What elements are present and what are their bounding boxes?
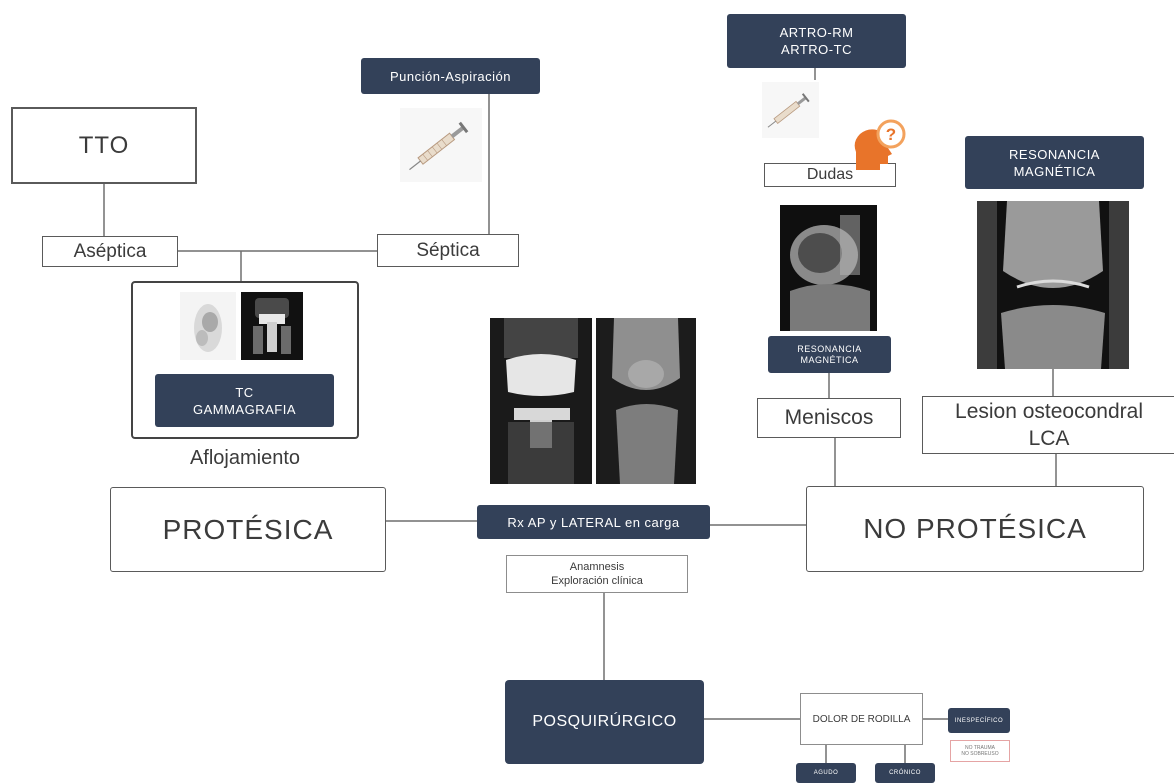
artro-box: ARTRO-RM ARTRO-TC	[727, 14, 906, 68]
gammagrafia-image	[180, 292, 236, 360]
tc-gammagrafia-box: TC GAMMAGRAFIA	[155, 374, 334, 427]
anamnesis-label: Anamnesis Exploración clínica	[551, 560, 643, 588]
cronico-label: CRÓNICO	[889, 770, 921, 776]
lesion-label: Lesion osteocondral LCA	[955, 398, 1143, 452]
question-head-icon: ?	[850, 118, 910, 174]
rm-small-label: RESONANCIA MAGNÉTICA	[797, 344, 862, 366]
no-protesica-box: NO PROTÉSICA	[806, 486, 1144, 572]
aseptica-box: Aséptica	[42, 236, 178, 267]
puncion-box: Punción-Aspiración	[361, 58, 540, 94]
syringe-image-puncion	[400, 108, 482, 182]
posquirurgico-label: POSQUIRÚRGICO	[532, 713, 676, 731]
rm-top-label: RESONANCIA MAGNÉTICA	[1009, 146, 1100, 180]
rm-small-box: RESONANCIA MAGNÉTICA	[768, 336, 891, 373]
septica-box: Séptica	[377, 234, 519, 267]
lesion-box: Lesion osteocondral LCA	[922, 396, 1174, 454]
syringe-image-artro	[762, 82, 819, 138]
protesica-label: PROTÉSICA	[163, 514, 334, 546]
rm-top-box: RESONANCIA MAGNÉTICA	[965, 136, 1144, 189]
xray-rodilla-image	[596, 318, 696, 484]
tto-box: TTO	[11, 107, 197, 184]
agudo-label: AGUDO	[814, 770, 839, 776]
no-trauma-label: NO TRAUMA NO SOBREUSO	[961, 745, 998, 757]
artro-label: ARTRO-RM ARTRO-TC	[780, 24, 854, 58]
protesica-box: PROTÉSICA	[110, 487, 386, 572]
inespecifico-box: INESPECÍFICO	[948, 708, 1010, 733]
dolor-label: DOLOR DE RODILLA	[813, 714, 911, 725]
rm-coronal-image	[977, 201, 1129, 369]
meniscos-label: Meniscos	[785, 406, 874, 430]
septica-label: Séptica	[416, 240, 479, 262]
cronico-box: CRÓNICO	[875, 763, 935, 783]
syringe-icon	[762, 82, 819, 138]
dolor-box: DOLOR DE RODILLA	[800, 693, 923, 745]
agudo-box: AGUDO	[796, 763, 856, 783]
syringe-icon	[400, 108, 482, 182]
tc-image	[241, 292, 303, 360]
aseptica-label: Aséptica	[74, 241, 147, 263]
rx-label: Rx AP y LATERAL en carga	[507, 515, 679, 530]
no-trauma-box: NO TRAUMA NO SOBREUSO	[950, 740, 1010, 762]
no-protesica-label: NO PROTÉSICA	[863, 513, 1087, 545]
puncion-label: Punción-Aspiración	[390, 69, 511, 84]
anamnesis-box: Anamnesis Exploración clínica	[506, 555, 688, 593]
posquirurgico-box: POSQUIRÚRGICO	[505, 680, 704, 764]
rm-meniscos-image	[780, 205, 877, 331]
meniscos-box: Meniscos	[757, 398, 901, 438]
dudas-label: Dudas	[807, 166, 853, 184]
aflojamiento-label: Aflojamiento	[150, 447, 340, 470]
rx-box: Rx AP y LATERAL en carga	[477, 505, 710, 539]
inespecifico-label: INESPECÍFICO	[955, 718, 1003, 724]
tc-gammagrafia-label: TC GAMMAGRAFIA	[193, 384, 296, 418]
tto-label: TTO	[79, 132, 130, 160]
xray-protesis-image	[490, 318, 592, 484]
question-mark: ?	[886, 125, 896, 144]
